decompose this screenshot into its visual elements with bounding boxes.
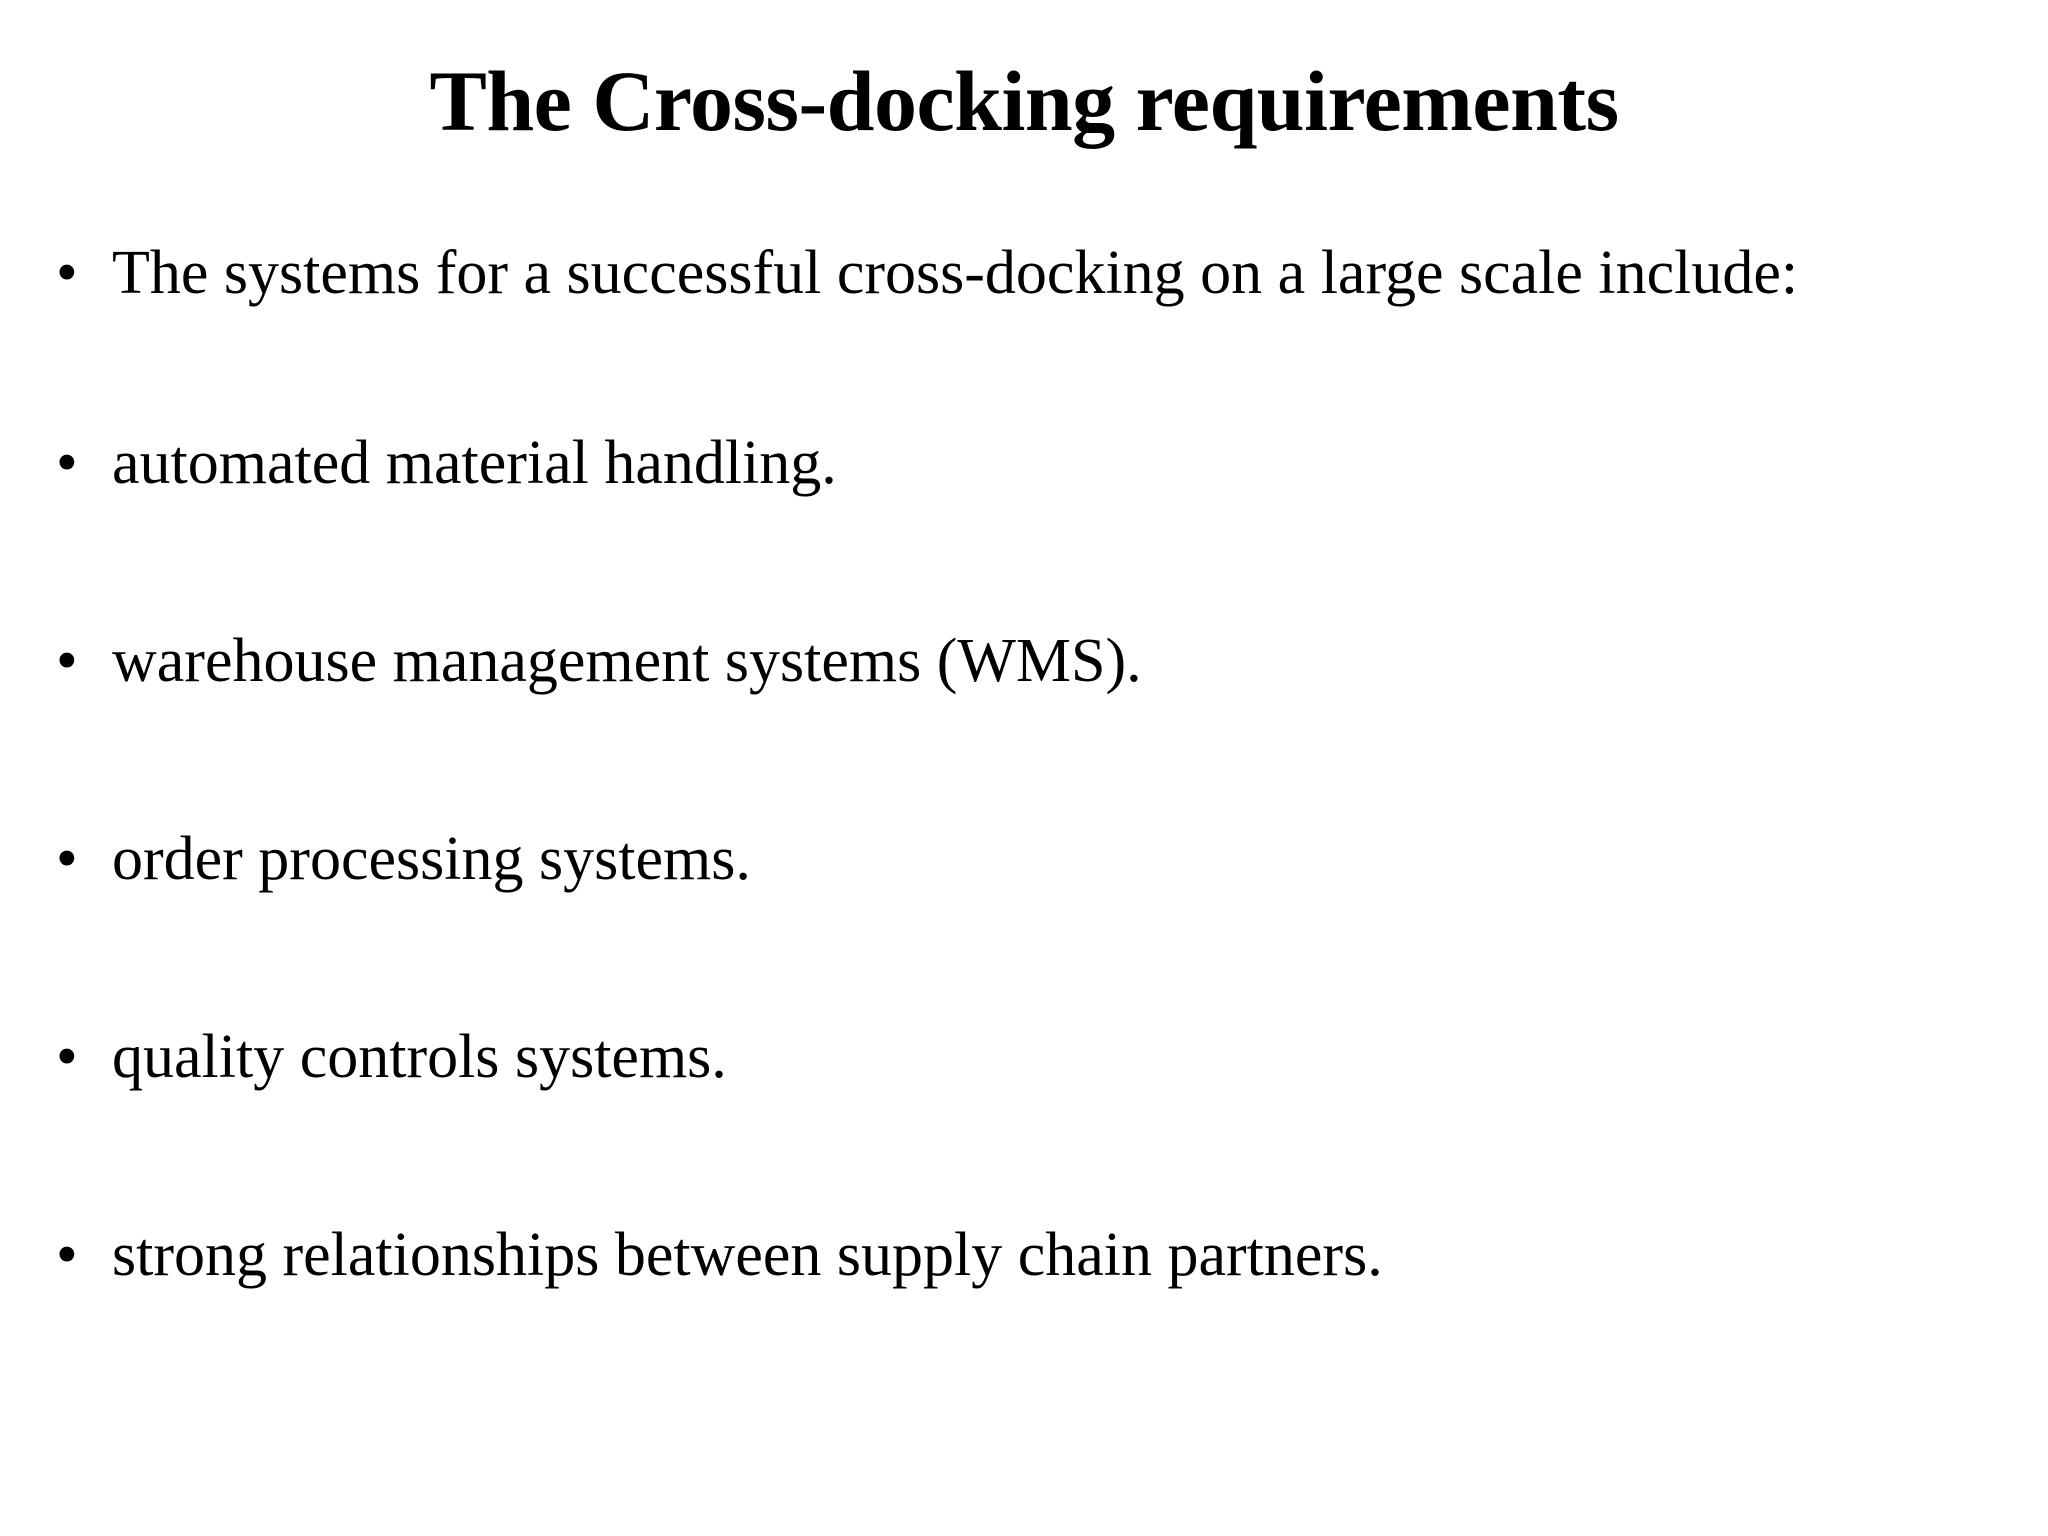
list-item: • order processing systems. [52, 824, 1992, 896]
list-item-label: automated material handling. [112, 428, 837, 497]
bullet-point-icon: • [56, 239, 78, 307]
bullet-point-icon: • [56, 1220, 78, 1289]
list-item: • The systems for a successful cross-doc… [52, 238, 1992, 310]
list-item-label: warehouse management systems (WMS). [112, 626, 1142, 695]
page-title: The Cross-docking requirements [429, 53, 1619, 149]
list-item: • warehouse management systems (WMS). [52, 626, 1992, 698]
list-item: • strong relationships between supply ch… [52, 1220, 1992, 1292]
list-item: • quality controls systems. [52, 1022, 1992, 1094]
bullet-list: • The systems for a successful cross-doc… [52, 238, 1992, 1291]
list-item-label: strong relationships between supply chai… [112, 1220, 1383, 1289]
list-item-label: quality controls systems. [112, 1022, 727, 1091]
list-item: • automated material handling. [52, 428, 1992, 500]
list-item-label: order processing systems. [112, 824, 751, 893]
list-item-label: The systems for a successful cross-docki… [112, 239, 1799, 307]
bullet-point-icon: • [56, 1022, 78, 1091]
bullet-point-icon: • [56, 824, 78, 893]
bullet-point-icon: • [56, 428, 78, 497]
bullet-point-icon: • [56, 626, 78, 695]
